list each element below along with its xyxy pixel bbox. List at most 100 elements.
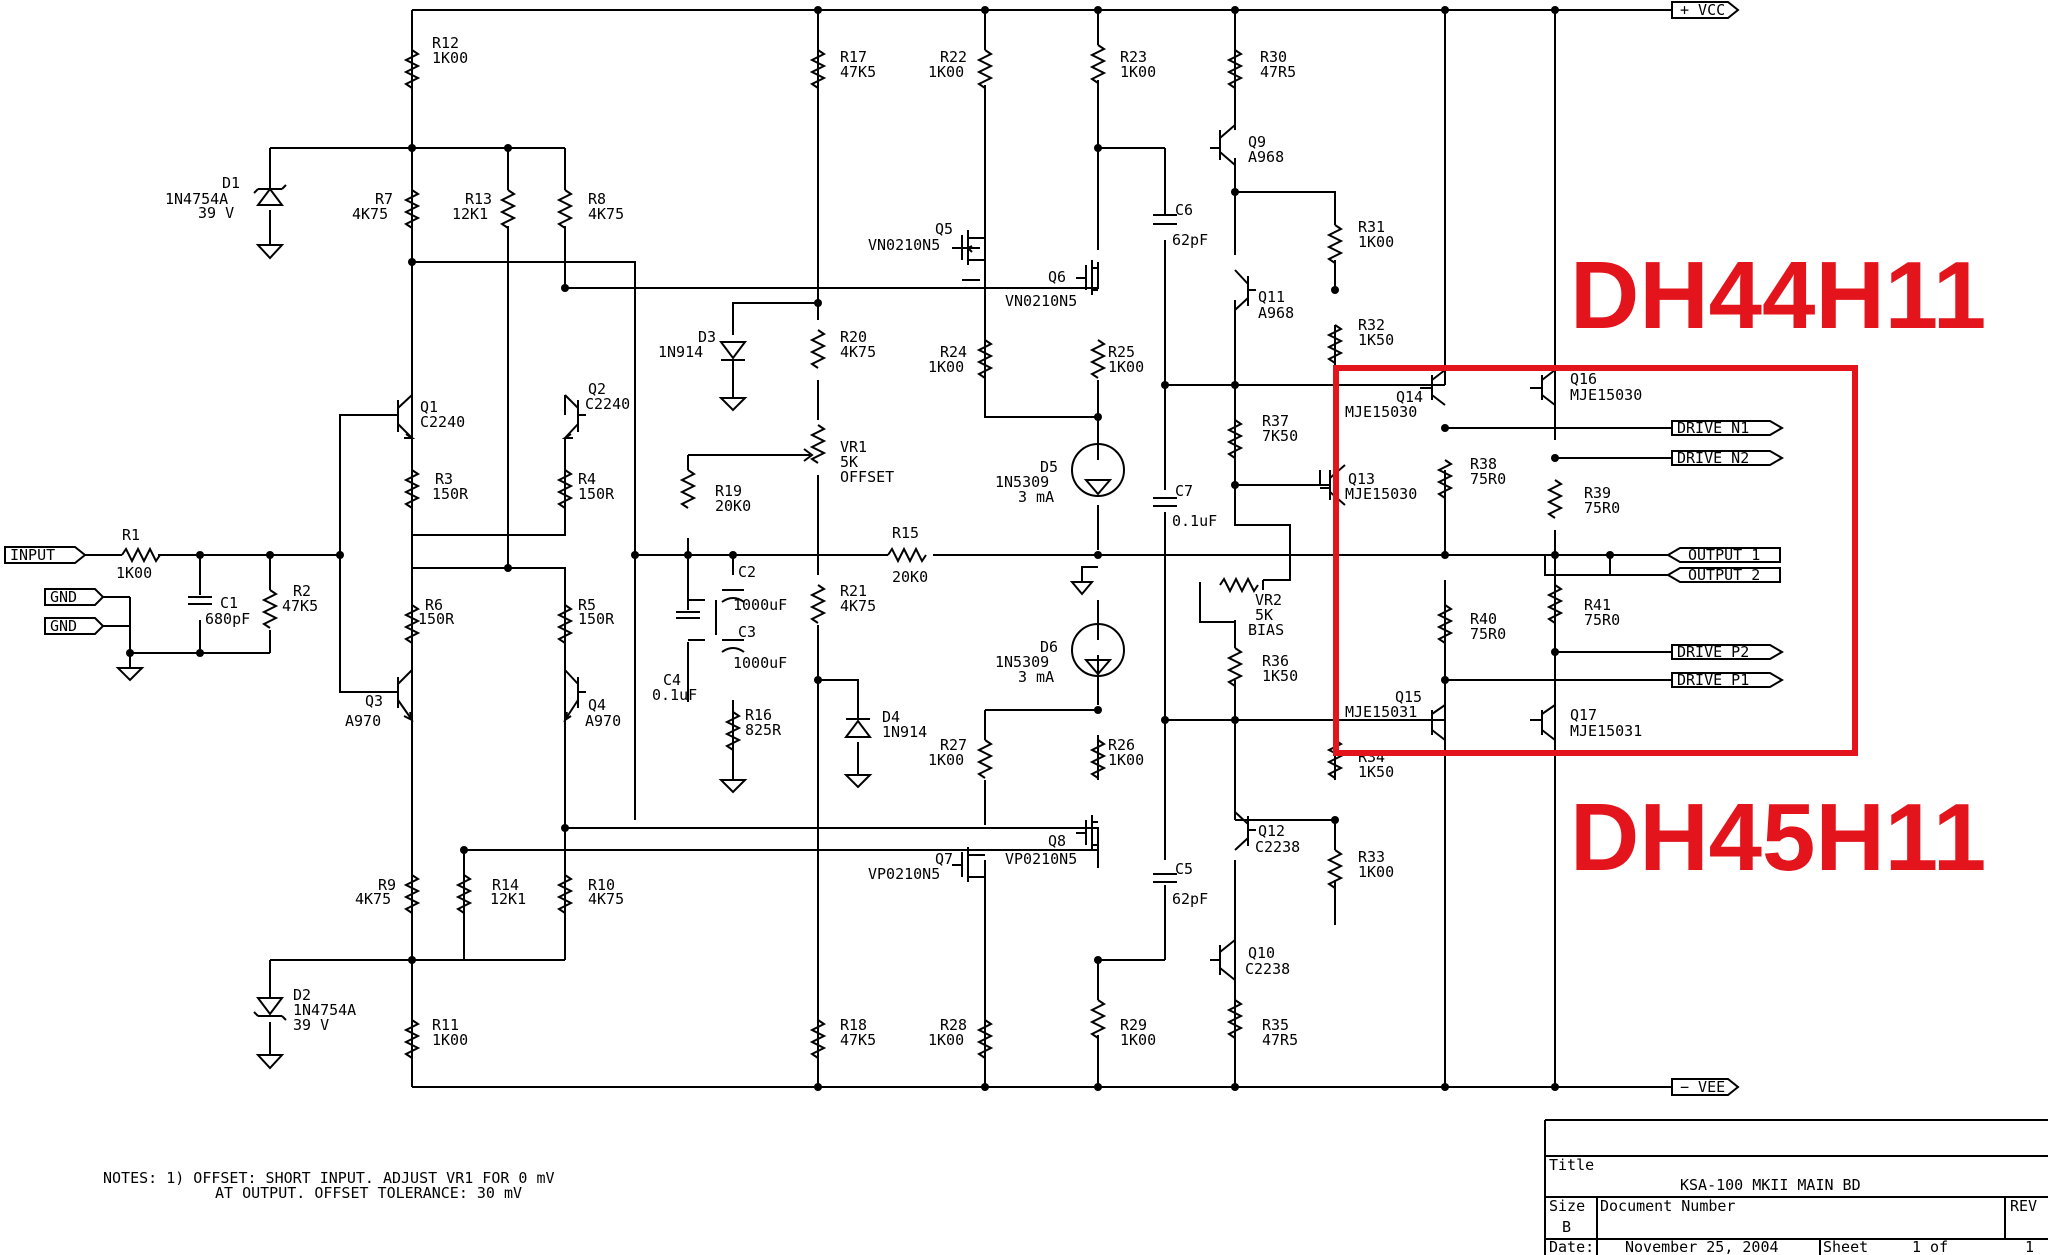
label-q14-part: MJE15030 [1345, 403, 1417, 421]
label-r9-value: 4K75 [355, 890, 391, 908]
label-r19-ref: R19 [715, 482, 742, 500]
mosfet-q8 [1076, 815, 1098, 850]
resistor-r23 [1089, 44, 1107, 84]
resistor-r36 [1226, 647, 1244, 687]
label-c7-ref: C7 [1175, 482, 1193, 500]
transistor-q15 [1420, 704, 1446, 741]
resistor-r19 [679, 469, 697, 509]
title-block: Title KSA-100 MKII MAIN BD Size B Docume… [1544, 1119, 2048, 1255]
transistors [390, 124, 1556, 981]
potentiometer-vr1 [809, 424, 827, 464]
label-r38-ref: R38 [1470, 455, 1497, 473]
resistor-r5 [556, 604, 574, 644]
port-drive-n1 [1671, 420, 1784, 436]
label-r21-ref: R21 [840, 582, 867, 600]
highlight-box [1333, 365, 1858, 756]
label-r8-value: 4K75 [588, 205, 624, 223]
label-c2-ref: C2 [738, 563, 756, 581]
ground-symbol-mid [1069, 566, 1098, 596]
zener-d1 [253, 184, 287, 206]
transistor-q10 [1210, 939, 1236, 981]
diode-d3 [719, 341, 747, 361]
label-q2-part: C2240 [585, 395, 630, 413]
label-d5-part: 1N5309 [995, 473, 1049, 491]
label-r9-ref: R9 [378, 876, 396, 894]
port-gnd-2-label: GND [50, 617, 77, 635]
ground-symbol-input [115, 667, 145, 682]
label-r40-ref: R40 [1470, 610, 1497, 628]
ground-symbol-d1 [255, 244, 285, 260]
port-drive-p2 [1671, 644, 1784, 660]
label-r32-value: 1K50 [1358, 331, 1394, 349]
label-d1-part: 1N4754A [165, 190, 228, 208]
resistor-r1 [121, 546, 161, 564]
port-output-2-label: OUTPUT 2 [1688, 566, 1760, 584]
mosfet-q5 [952, 230, 985, 265]
label-r25-value: 1K00 [1108, 358, 1144, 376]
label-r33-ref: R33 [1358, 848, 1385, 866]
label-r14-ref: R14 [492, 876, 519, 894]
resistor-r2 [261, 589, 279, 629]
resistor-r16 [724, 711, 742, 751]
resistor-r30 [1226, 49, 1244, 89]
label-d4-part: 1N914 [882, 723, 927, 741]
ground-symbol-d3 [718, 397, 748, 412]
port-output-1 [1666, 547, 1781, 563]
title-label: Title [1549, 1156, 1594, 1174]
label-r5-ref: R5 [578, 596, 596, 614]
resistor-r12 [403, 49, 421, 89]
label-d6-value: 3 mA [1018, 668, 1054, 686]
label-r26-value: 1K00 [1108, 751, 1144, 769]
label-r2-value: 47K5 [282, 597, 318, 615]
label-q5-part: VN0210N5 [868, 236, 940, 254]
transistor-q13 [1320, 464, 1346, 506]
label-c5-value: 62pF [1172, 890, 1208, 908]
label-vr1-name: OFFSET [840, 468, 894, 486]
annotation-bottom: DH45H11 [1570, 784, 1986, 891]
resistor-r13 [499, 189, 517, 229]
label-r11-ref: R11 [432, 1016, 459, 1034]
transistor-q3-body [390, 669, 414, 722]
grounds [115, 244, 1098, 1070]
label-r29-value: 1K00 [1120, 1031, 1156, 1049]
resistor-r17 [809, 49, 827, 89]
resistor-r14 [455, 874, 473, 914]
label-r13-ref: R13 [465, 190, 492, 208]
label-d4-ref: D4 [882, 708, 900, 726]
port-drive-p2-label: DRIVE P2 [1677, 643, 1749, 661]
label-q10-part: C2238 [1245, 960, 1290, 978]
label-d3-ref: D3 [698, 328, 716, 346]
label-d5-value: 3 mA [1018, 488, 1054, 506]
label-r4-ref: R4 [578, 470, 596, 488]
label-vr2-ref: VR2 [1255, 591, 1282, 609]
label-r22-value: 1K00 [928, 63, 964, 81]
label-r36-value: 1K50 [1262, 667, 1298, 685]
label-r19-value: 20K0 [715, 497, 751, 515]
label-q11-part: A968 [1258, 304, 1294, 322]
label-d1-value: 39 V [198, 204, 234, 222]
current-diode-d6 [1071, 623, 1125, 677]
zener-d2 [253, 997, 287, 1021]
label-q17-ref: Q17 [1570, 706, 1597, 724]
resistor-r37 [1226, 419, 1244, 459]
resistor-r31 [1326, 224, 1344, 264]
label-q1-ref: Q1 [420, 398, 438, 416]
resistor-r8 [556, 189, 574, 229]
label-q3-part: A970 [345, 712, 381, 730]
label-c4-value: 0.1uF [652, 686, 697, 704]
label-q2-ref: Q2 [588, 380, 606, 398]
annotation-top: DH44H11 [1570, 242, 1986, 349]
capacitor-c5 [1153, 873, 1177, 883]
port-input [4, 546, 87, 564]
resistor-r22 [976, 49, 994, 89]
label-r16-value: 825R [745, 721, 782, 739]
label-r20-value: 4K75 [840, 343, 876, 361]
label-r11-value: 1K00 [432, 1031, 468, 1049]
sheet-total: 1 [2025, 1238, 2034, 1255]
label-d1-ref: D1 [222, 174, 240, 192]
label-q12-ref: Q12 [1258, 822, 1285, 840]
label-q3-ref: Q3 [365, 692, 383, 710]
capacitor-c2 [721, 589, 745, 603]
resistor-r25 [1089, 339, 1107, 379]
label-r38-value: 75R0 [1470, 470, 1506, 488]
